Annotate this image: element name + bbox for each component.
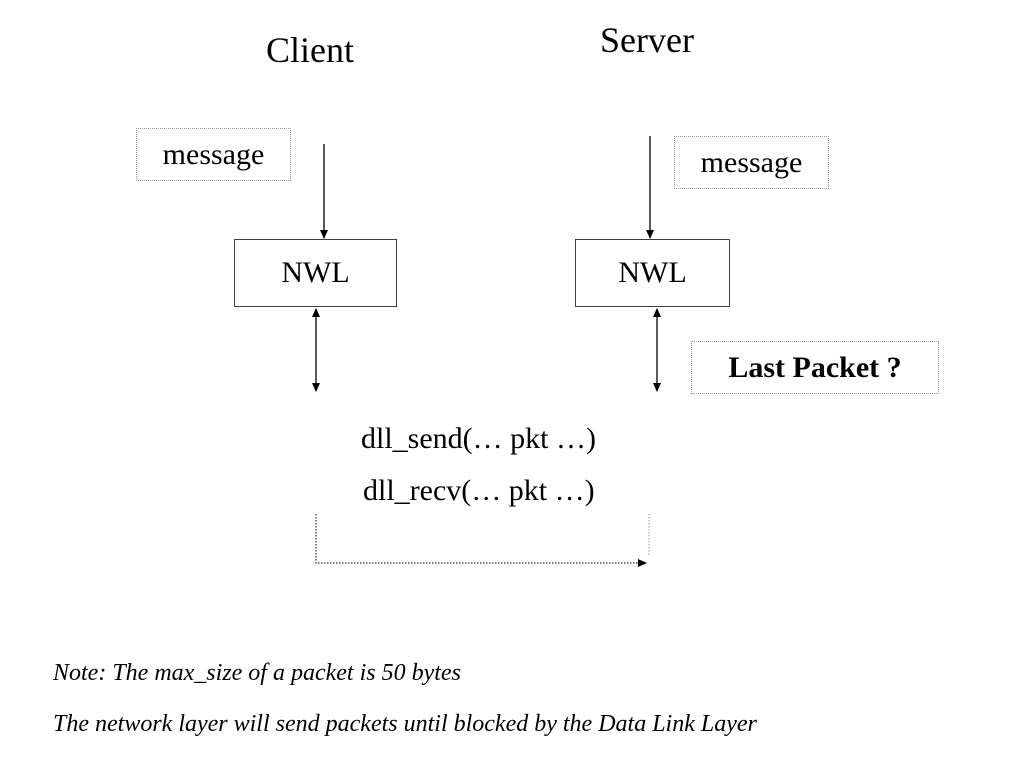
client-message-text: message <box>162 137 265 171</box>
client-message-label: message <box>136 128 291 181</box>
dll-recv-call: dll_recv(… pkt …) <box>363 474 595 507</box>
client-nwl-label: NWL <box>281 256 350 289</box>
server-nwl-box: NWL <box>575 239 730 307</box>
client-nwl-box: NWL <box>234 239 397 307</box>
transfer-dotted-connector <box>315 514 647 567</box>
last-packet-callout: Last Packet ? <box>691 341 939 394</box>
dll-send-call: dll_send(… pkt …) <box>361 422 596 455</box>
server-message-label: message <box>674 136 829 189</box>
server-title: Server <box>600 20 694 60</box>
note-network-layer: The network layer will send packets unti… <box>53 711 757 737</box>
last-packet-text: Last Packet ? <box>728 350 902 384</box>
server-message-text: message <box>700 145 803 179</box>
server-nwl-label: NWL <box>618 256 687 289</box>
note-max-size: Note: The max_size of a packet is 50 byt… <box>53 660 461 686</box>
client-title: Client <box>266 30 354 70</box>
